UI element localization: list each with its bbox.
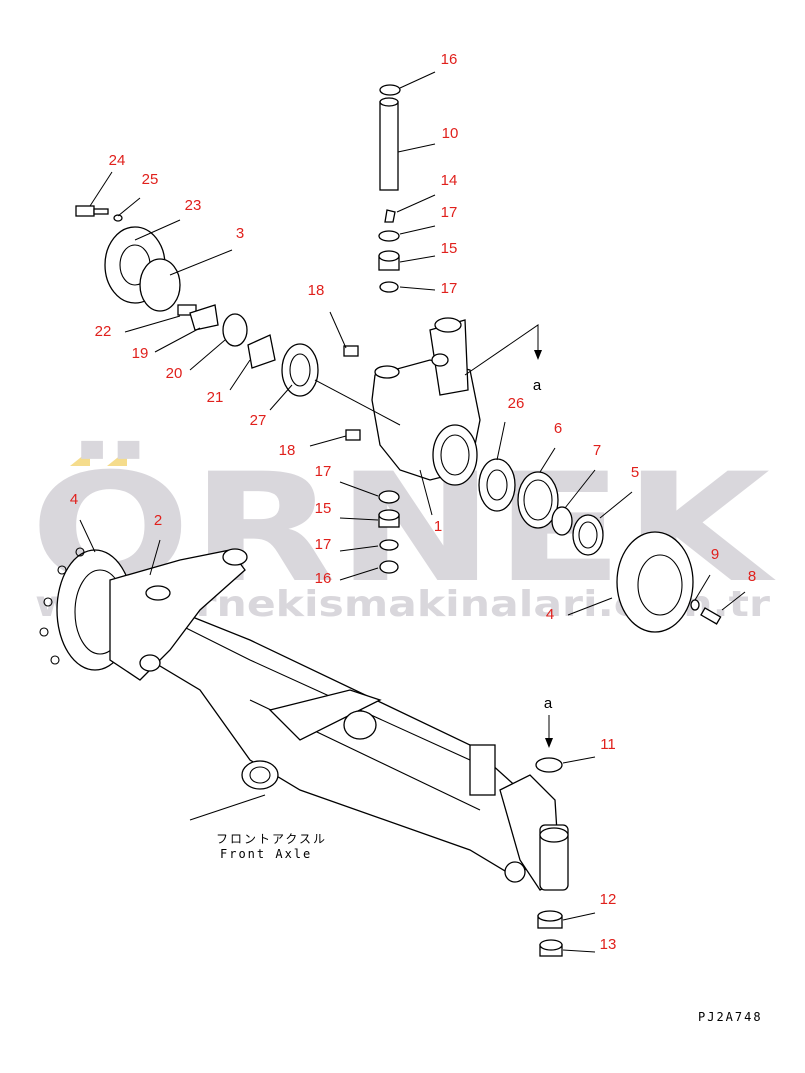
section-a-arrows	[464, 324, 553, 748]
callout: 24	[109, 152, 126, 169]
callout: 25	[142, 171, 159, 188]
caption-japanese: フロントアクスル	[216, 832, 327, 846]
front-axle-beam	[149, 599, 569, 891]
left-hub	[39, 547, 248, 681]
callout: 8	[748, 568, 756, 585]
cover-parts	[75, 205, 319, 397]
kingpin-stack	[378, 84, 401, 293]
lower-kingpin-stack	[343, 345, 400, 574]
callout: 13	[600, 936, 617, 953]
callout: 19	[132, 345, 149, 362]
callout: 10	[442, 125, 459, 142]
drawing-code: PJ2A748	[698, 1010, 763, 1024]
callout: 2	[154, 512, 162, 529]
callout: 22	[95, 323, 112, 340]
callout: 15	[315, 500, 332, 517]
callout: 26	[508, 395, 525, 412]
callout: 21	[207, 389, 224, 406]
callout: 6	[554, 420, 562, 437]
section-label: a	[533, 377, 542, 394]
caption-english: Front Axle	[220, 847, 312, 861]
lower-bushings	[535, 757, 563, 957]
callout: 12	[600, 891, 617, 908]
callout: 17	[441, 204, 458, 221]
watermark-accent	[107, 450, 127, 466]
callout: 23	[185, 197, 202, 214]
callout: 17	[315, 536, 332, 553]
callout: 27	[250, 412, 267, 429]
callout: 14	[441, 172, 458, 189]
callout: 4	[546, 606, 554, 623]
callout: 7	[593, 442, 601, 459]
callout-labels: 16 10 14 17 15 17 18 a 26 6 7 5 18 17 15…	[70, 51, 756, 953]
steering-knuckle	[371, 317, 481, 486]
watermark-accent	[70, 450, 90, 466]
callout: 1	[434, 518, 442, 535]
callout: 17	[315, 463, 332, 480]
callout: 18	[279, 442, 296, 459]
leader-lines	[79, 71, 746, 953]
callout: 5	[631, 464, 639, 481]
callout: 3	[236, 225, 244, 242]
section-label: a	[544, 695, 553, 712]
callout: 18	[308, 282, 325, 299]
callout: 15	[441, 240, 458, 257]
right-hub-parts	[478, 458, 722, 633]
callout: 16	[315, 570, 332, 587]
callout: 11	[600, 736, 616, 753]
callout: 17	[441, 280, 458, 297]
callout: 20	[166, 365, 183, 382]
callout: 9	[711, 546, 719, 563]
callout: 4	[70, 491, 78, 508]
callout: 16	[441, 51, 458, 68]
